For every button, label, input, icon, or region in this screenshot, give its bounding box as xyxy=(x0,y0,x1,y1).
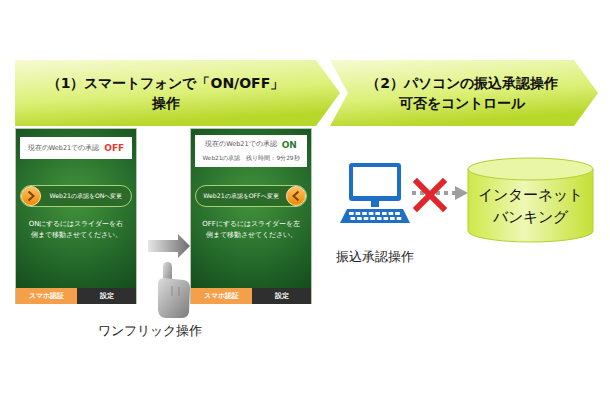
slider-control: Web21の承認をOFFへ変更 xyxy=(195,185,307,207)
blocked-cross xyxy=(417,182,443,208)
key xyxy=(375,212,380,215)
monitor-bezel xyxy=(349,163,401,201)
hand-knuckles xyxy=(172,286,179,296)
keyboard-keys xyxy=(349,212,401,220)
keyboard xyxy=(340,209,410,223)
key xyxy=(377,217,382,220)
key xyxy=(395,212,400,215)
status-bar: 現在のWeb21での承認 OFF xyxy=(20,137,132,159)
slider-knob xyxy=(22,187,41,206)
banner-text: （1）スマートフォンで「ON/OFF」 操作 xyxy=(31,73,301,114)
banner-text: （2）パソコンの振込承認操作 可否をコントロール xyxy=(350,73,574,114)
slider-knob xyxy=(287,187,306,206)
phone-screen: ONにするにはスライダーを右側まで移動させてください。 現在のWeb21での承認 O… xyxy=(15,128,137,304)
key xyxy=(364,217,369,220)
tab-button: 設定 xyxy=(252,288,311,304)
slider-chevron xyxy=(29,192,34,201)
cylinder-text: インターネット バンキング xyxy=(468,184,593,229)
slider-chevron xyxy=(294,192,299,201)
flick-arrow xyxy=(148,234,190,258)
slider-text: Web21の承認をOFFへ変更 xyxy=(203,192,278,200)
slider-text: Web21の承認をONへ変更 xyxy=(50,192,123,200)
tab-label: スマホ認証 xyxy=(204,292,239,301)
key xyxy=(390,217,395,220)
key xyxy=(389,212,394,215)
flick-hand-icon xyxy=(148,234,190,318)
key xyxy=(357,217,362,220)
status-value: OFF xyxy=(104,143,124,153)
node-outline xyxy=(340,162,410,224)
caption-label: ワンフリック操作 xyxy=(60,322,240,340)
icon-caption: 振込承認操作 xyxy=(336,248,414,266)
cylinder-top xyxy=(468,158,593,180)
banner-arrow xyxy=(15,60,340,126)
timer-text: Web21の承認 残り時間：9分29秒 xyxy=(198,154,304,163)
monitor-screen xyxy=(353,167,397,196)
instruction-text: ONにするにはスライダーを右側まで移動させてください。 xyxy=(16,219,136,240)
key xyxy=(397,217,402,220)
key xyxy=(369,212,374,215)
key xyxy=(362,212,367,215)
key xyxy=(382,212,387,215)
step-banner: （1）スマートフォンで「ON/OFF」 操作 xyxy=(15,60,340,126)
tab-button: 設定 xyxy=(77,288,136,304)
monitor-stand xyxy=(371,201,379,207)
tab-label: スマホ認証 xyxy=(29,292,64,301)
status-text: 現在のWeb21での承認 xyxy=(28,144,99,153)
status-bar: 現在のWeb21での承認 ON Web21の承認 残り時間：9分29秒 xyxy=(195,135,307,167)
phone-screen: OFFにするにはスライダーを左側まで移動させてください。 現在のWeb21での承認… xyxy=(190,128,312,304)
tab-label: 設定 xyxy=(275,292,289,301)
database-cylinder: インターネット バンキング xyxy=(468,158,593,242)
slider-control: Web21の承認をONへ変更 xyxy=(20,185,132,207)
node-outline xyxy=(15,60,340,126)
banner-arrow xyxy=(330,60,598,126)
status-text: 現在のWeb21での承認 xyxy=(205,140,276,149)
key xyxy=(384,217,389,220)
computer-icon: 振込承認操作 xyxy=(340,162,410,224)
node-outline xyxy=(330,60,598,126)
tab-button: スマホ認証 xyxy=(191,288,252,304)
key xyxy=(370,217,375,220)
step-banner: （2）パソコンの振込承認操作 可否をコントロール xyxy=(330,60,598,126)
key xyxy=(349,212,354,215)
key xyxy=(351,217,356,220)
status-value: ON xyxy=(282,140,297,150)
instruction-text: OFFにするにはスライダーを左側まで移動させてください。 xyxy=(191,219,311,240)
key xyxy=(356,212,361,215)
tab-label: 設定 xyxy=(100,292,114,301)
hand-palm xyxy=(158,278,190,318)
tab-button: スマホ認証 xyxy=(16,288,77,304)
red-cross xyxy=(417,182,443,208)
dotted-connector xyxy=(412,191,468,195)
